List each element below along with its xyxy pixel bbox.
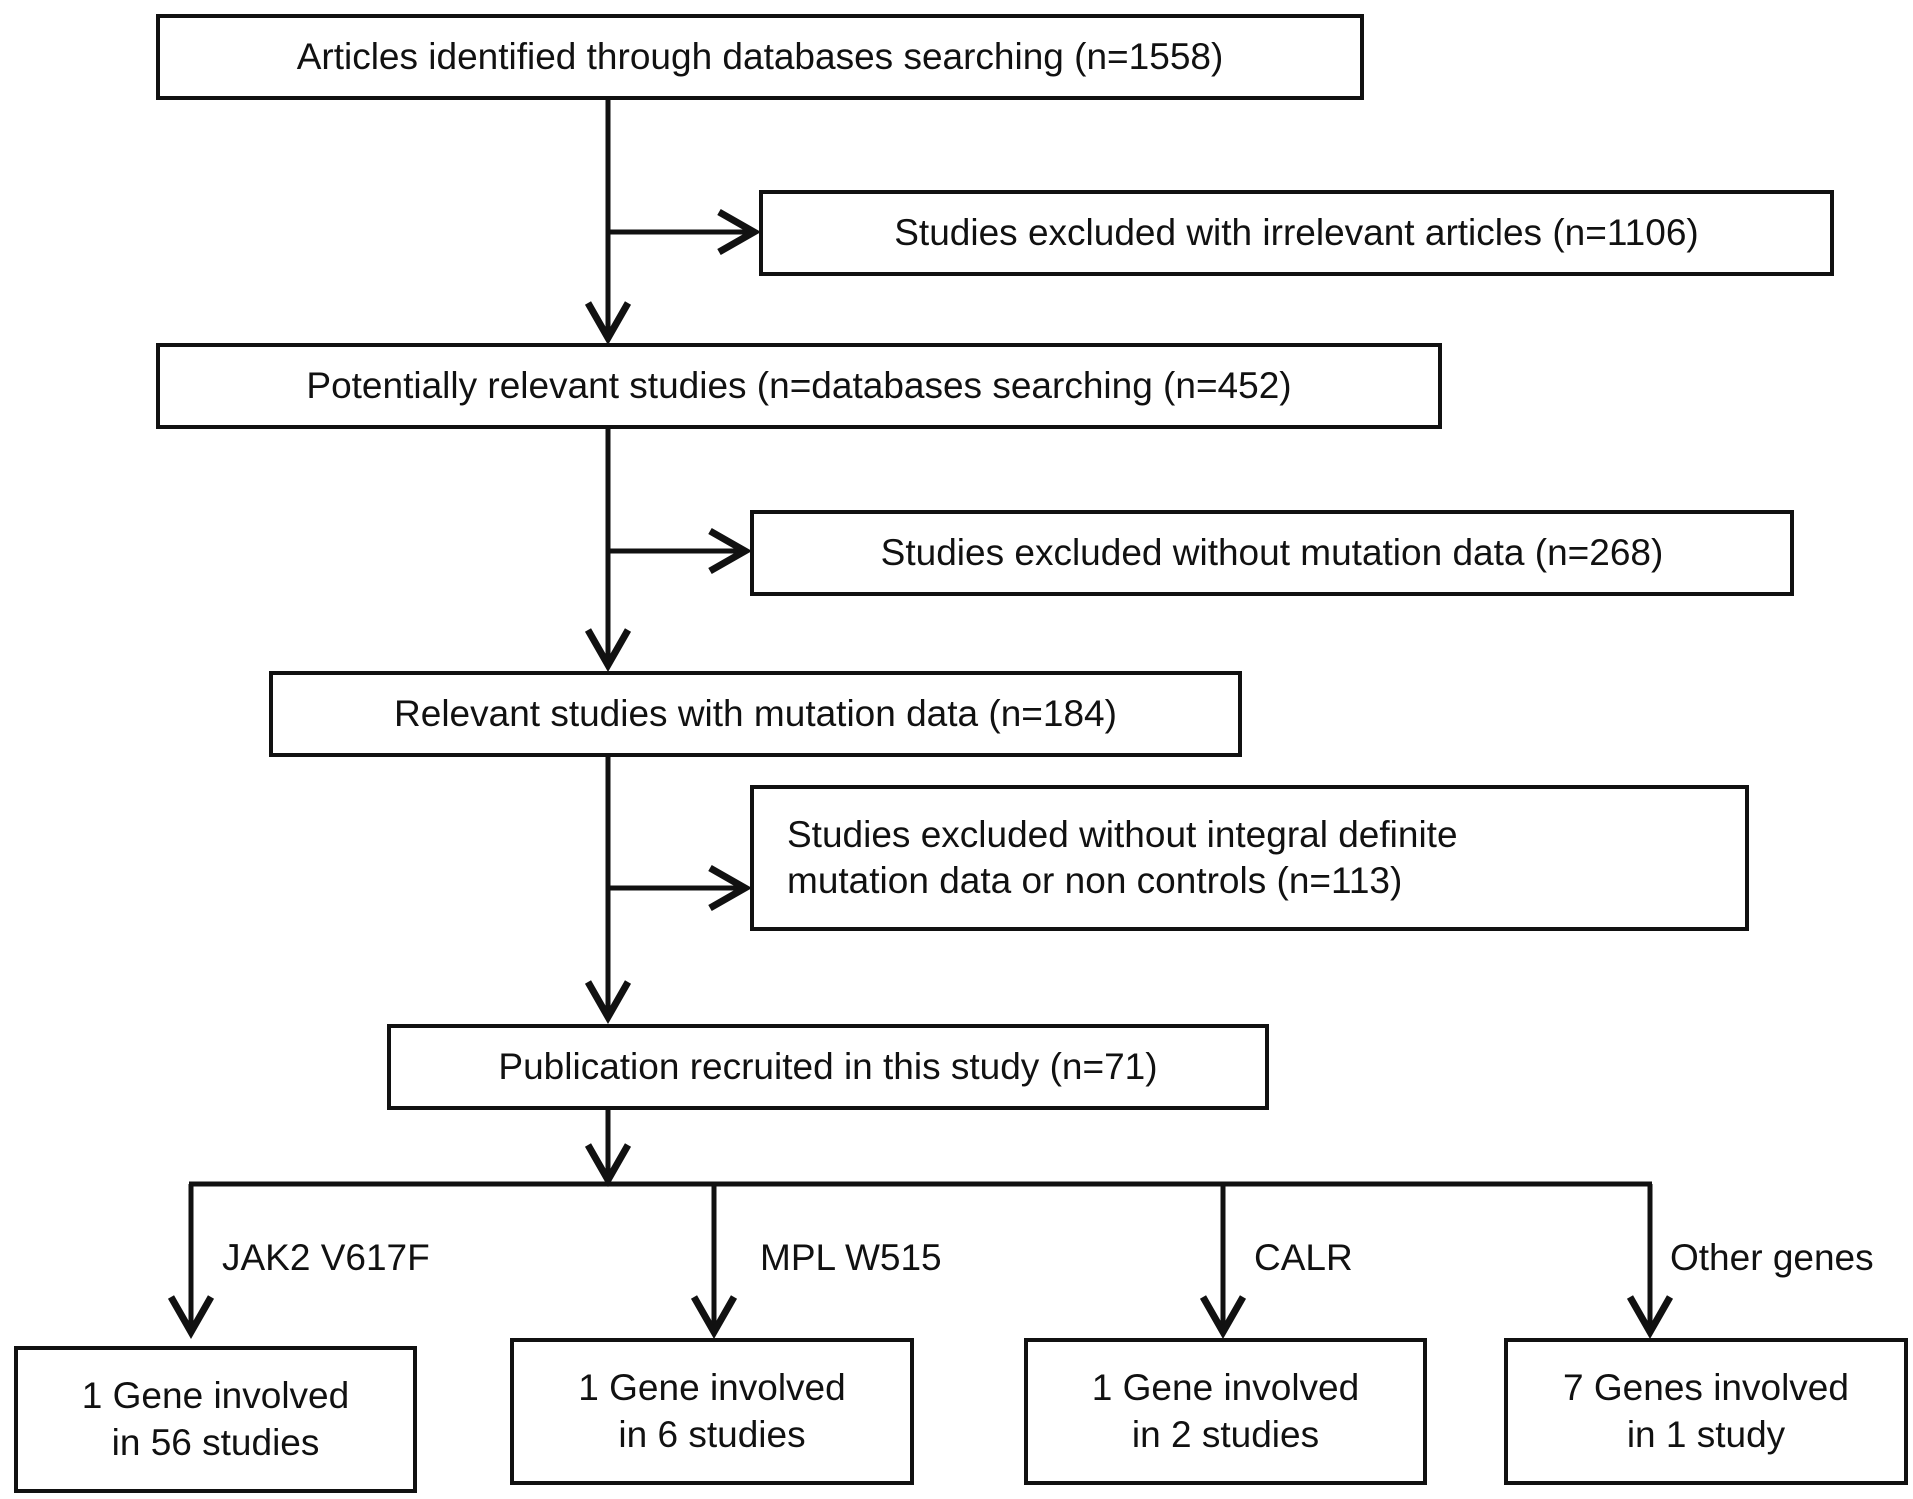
potentially-relevant-box: Potentially relevant studies (n=database… [156, 343, 1442, 429]
recruited-text: Publication recruited in this study (n=7… [498, 1045, 1158, 1087]
result-jak2-line1: 1 Gene involved [81, 1375, 350, 1417]
excluded-irrelevant-text: Studies excluded with irrelevant article… [894, 211, 1699, 253]
branch-label-jak2: JAK2 V617F [222, 1237, 430, 1278]
result-mpl-line1: 1 Gene involved [578, 1367, 846, 1409]
result-box-calr: 1 Gene involved in 2 studies [1024, 1338, 1427, 1485]
excluded-integral-line1: Studies excluded without integral defini… [787, 813, 1458, 855]
result-other-line2: in 1 study [1626, 1413, 1786, 1455]
recruited-box: Publication recruited in this study (n=7… [387, 1024, 1269, 1110]
excluded-no-mutation-text: Studies excluded without mutation data (… [880, 531, 1664, 573]
result-box-other: 7 Genes involved in 1 study [1504, 1338, 1908, 1485]
excluded-no-mutation-box: Studies excluded without mutation data (… [750, 510, 1794, 596]
branch-label-other: Other genes [1670, 1237, 1874, 1278]
identified-articles-box: Articles identified through databases se… [156, 14, 1364, 100]
result-mpl-line2: in 6 studies [618, 1413, 806, 1455]
excluded-irrelevant-box: Studies excluded with irrelevant article… [759, 190, 1834, 276]
branch-label-calr: CALR [1254, 1237, 1353, 1278]
result-box-jak2: 1 Gene involved in 56 studies [14, 1346, 417, 1493]
result-calr-line2: in 2 studies [1131, 1413, 1320, 1455]
result-box-mpl: 1 Gene involved in 6 studies [510, 1338, 914, 1485]
identified-articles-text: Articles identified through databases se… [296, 35, 1224, 77]
relevant-mutation-box: Relevant studies with mutation data (n=1… [269, 671, 1242, 757]
excluded-integral-box: Studies excluded without integral defini… [750, 785, 1749, 931]
potentially-relevant-text: Potentially relevant studies (n=database… [306, 364, 1292, 406]
excluded-integral-line2: mutation data or non controls (n=113) [787, 860, 1403, 901]
relevant-mutation-text: Relevant studies with mutation data (n=1… [394, 692, 1117, 734]
result-jak2-line2: in 56 studies [111, 1421, 320, 1463]
branch-label-mpl: MPL W515 [760, 1237, 942, 1278]
result-other-line1: 7 Genes involved [1563, 1367, 1849, 1409]
result-calr-line1: 1 Gene involved [1091, 1367, 1360, 1409]
